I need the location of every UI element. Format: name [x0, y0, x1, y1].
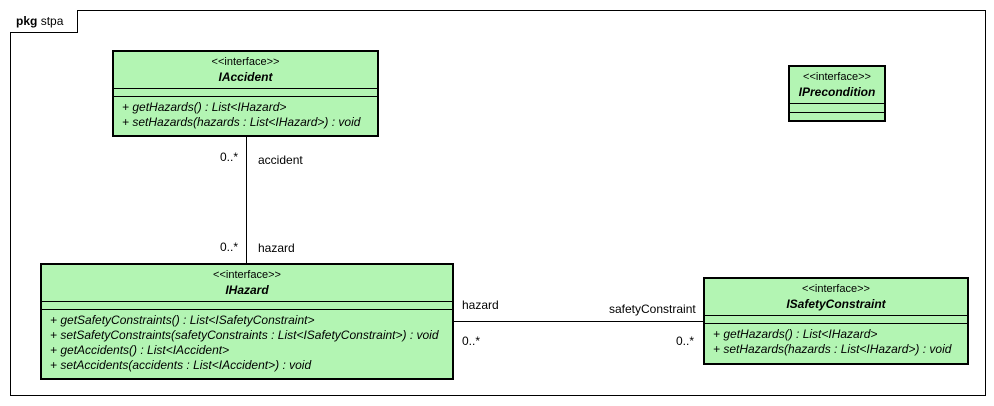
- role-label: safetyConstraint: [609, 302, 696, 316]
- role-label: accident: [258, 153, 303, 167]
- package-tab: pkg stpa: [10, 10, 79, 33]
- multiplicity-label: 0..*: [220, 240, 239, 254]
- package-keyword: pkg: [16, 14, 38, 28]
- class-iprecondition[interactable]: <<interface>> IPrecondition: [788, 65, 886, 122]
- attributes-compartment: [790, 104, 884, 113]
- class-name: IPrecondition: [798, 85, 876, 99]
- multiplicity-label: 0..*: [220, 150, 239, 164]
- multiplicity-label: 0..*: [676, 334, 695, 348]
- operation: + setHazards(hazards : List<IHazard>) : …: [122, 115, 361, 129]
- operation: + getAccidents() : List<IAccident>: [50, 343, 230, 357]
- attributes-compartment: [42, 302, 452, 310]
- stereotype: <<interface>>: [211, 56, 280, 68]
- stereotype: <<interface>>: [213, 269, 281, 281]
- operations-compartment: + getHazards() : List<IHazard> + setHaza…: [114, 97, 377, 132]
- association-accident-hazard[interactable]: [246, 136, 247, 263]
- operations-compartment: + getSafetyConstraints() : List<ISafetyC…: [42, 310, 452, 375]
- class-ihazard[interactable]: <<interface>> IHazard + getSafetyConstra…: [40, 263, 454, 380]
- operation: + getHazards() : List<IHazard>: [713, 327, 878, 341]
- operation: + setAccidents(accidents : List<IAcciden…: [50, 358, 312, 372]
- package-name: stpa: [40, 14, 64, 28]
- role-label: hazard: [462, 298, 499, 312]
- class-isafetyconstraint[interactable]: <<interface>> ISafetyConstraint + getHaz…: [703, 277, 969, 365]
- class-name: ISafetyConstraint: [786, 297, 886, 311]
- association-hazard-safetyconstraint[interactable]: [453, 321, 703, 322]
- operation: + setHazards(hazards : List<IHazard>) : …: [713, 342, 952, 356]
- attributes-compartment: [705, 316, 967, 324]
- package-frame: [10, 10, 986, 396]
- operation: + getHazards() : List<IHazard>: [122, 100, 287, 114]
- operation: + getSafetyConstraints() : List<ISafetyC…: [50, 313, 315, 327]
- stereotype: <<interface>>: [802, 283, 870, 295]
- multiplicity-label: 0..*: [462, 334, 481, 348]
- operations-compartment: + getHazards() : List<IHazard> + setHaza…: [705, 324, 967, 359]
- role-label: hazard: [258, 241, 295, 255]
- class-name: IHazard: [225, 283, 269, 297]
- class-iaccident[interactable]: <<interface>> IAccident + getHazards() :…: [112, 50, 379, 137]
- attributes-compartment: [114, 89, 377, 97]
- stereotype: <<interface>>: [803, 71, 871, 83]
- class-name: IAccident: [218, 70, 273, 84]
- operation: + setSafetyConstraints(safetyConstraints…: [50, 328, 439, 342]
